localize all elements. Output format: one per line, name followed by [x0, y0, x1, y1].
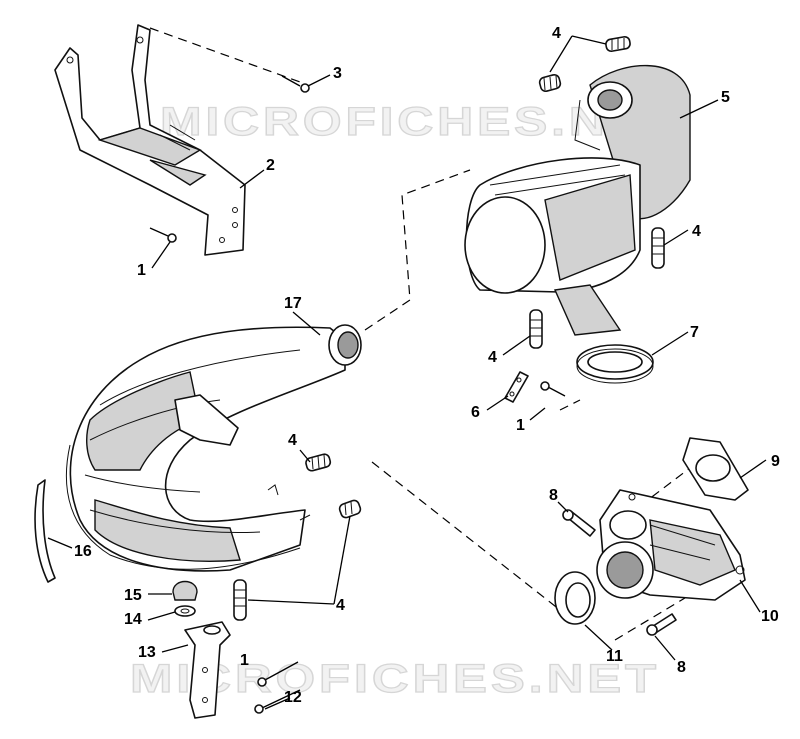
bolt-1-bottom [257, 661, 299, 687]
callout-7: 7 [690, 324, 699, 341]
spring-4-muffler-side [651, 227, 665, 269]
part-expansion-chamber [65, 324, 362, 572]
callout-4-top: 4 [552, 25, 561, 42]
callout-13: 13 [138, 644, 156, 661]
callout-4-bottom: 4 [336, 597, 345, 614]
part-rubber-mount [172, 580, 198, 601]
leader-lines [47, 35, 767, 710]
spring-4-pipe-mid [338, 499, 362, 519]
callout-1-bottom: 1 [240, 652, 249, 669]
callout-2: 2 [266, 157, 275, 174]
assembly-guide-lines [149, 27, 691, 641]
callout-labels: 1 2 3 4 5 4 17 4 7 6 1 4 9 8 16 15 4 10 … [74, 25, 780, 706]
bolt-12 [254, 689, 301, 714]
part-mount-bracket [184, 621, 231, 719]
callout-12: 12 [284, 689, 302, 706]
callout-17: 17 [284, 295, 302, 312]
callout-4-muffler-bottom: 4 [488, 349, 497, 366]
part-seal-ring [554, 571, 596, 625]
part-bracket [54, 24, 246, 256]
bolt-1-bracket [149, 227, 177, 243]
spring-4-top-left [538, 73, 562, 93]
callout-10: 10 [761, 608, 779, 625]
part-strap [34, 479, 56, 583]
callout-1-clip: 1 [516, 417, 525, 434]
callout-4-pipe: 4 [288, 432, 297, 449]
part-muffler [464, 64, 691, 336]
spring-4-bottom [233, 579, 247, 621]
callout-6: 6 [471, 404, 480, 421]
callout-3: 3 [333, 65, 342, 82]
bolt-3 [281, 75, 310, 93]
callout-1-bracket: 1 [137, 262, 146, 279]
part-gasket-ring [576, 344, 654, 384]
callout-5: 5 [721, 89, 730, 106]
callout-8-bottom: 8 [677, 659, 686, 676]
spring-4-muffler-bottom [529, 309, 543, 349]
bolt-1-clip [540, 381, 566, 397]
callout-16: 16 [74, 543, 92, 560]
callout-8-top: 8 [549, 487, 558, 504]
spring-4-pipe-top [305, 453, 332, 472]
part-clip [504, 371, 529, 403]
bolt-8-bottom [646, 613, 677, 636]
bolt-8-top [562, 509, 596, 537]
spring-4-top-right [605, 35, 631, 53]
callout-9: 9 [771, 453, 780, 470]
part-washer [174, 605, 196, 617]
callout-14: 14 [124, 611, 142, 628]
part-manifold-gasket [682, 437, 749, 501]
callout-15: 15 [124, 587, 142, 604]
part-manifold [596, 489, 746, 601]
callout-11: 11 [606, 648, 623, 665]
callout-4-muffler: 4 [692, 223, 701, 240]
